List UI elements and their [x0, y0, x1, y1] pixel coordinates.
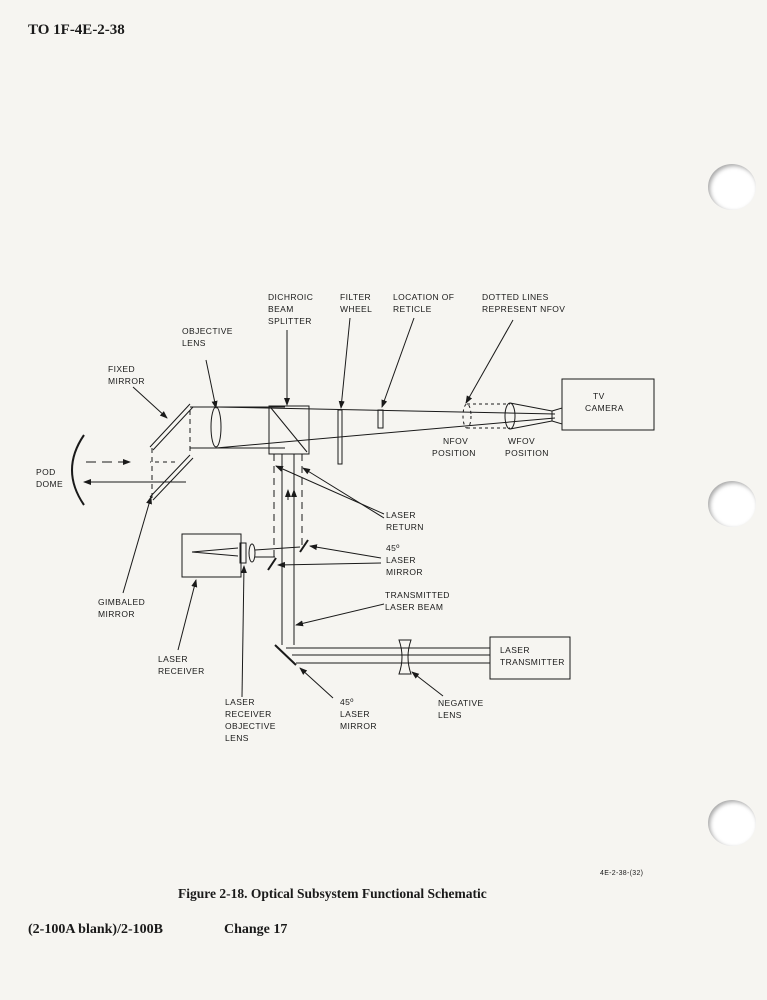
figure-caption: Figure 2-18. Optical Subsystem Functiona… [178, 886, 487, 901]
change-number: Change 17 [224, 922, 288, 937]
filter-wheel [337, 409, 343, 465]
binder-hole-bottom [708, 800, 756, 846]
reticle [377, 409, 384, 429]
pod-dome [71, 434, 85, 506]
fixed-mirror [149, 403, 194, 451]
lower-45-laser-mirror [274, 644, 297, 666]
binder-hole-top [708, 164, 756, 210]
page-number: (2-100A blank)/2-100B [28, 922, 163, 937]
binder-hole-middle [708, 481, 756, 527]
figure-code: 4E-2-38-(32) [600, 870, 644, 877]
wfov-lens [504, 402, 516, 430]
nfov-lens [462, 403, 472, 429]
dichroic-beam-splitter [268, 405, 310, 455]
objective-lens [210, 406, 222, 448]
document-number: TO 1F-4E-2-38 [28, 22, 125, 38]
tv-camera [561, 378, 655, 431]
laser-receiver [181, 533, 242, 578]
negative-lens [398, 639, 412, 675]
laser-transmitter [489, 636, 571, 680]
gimbaled-mirror [149, 454, 194, 501]
